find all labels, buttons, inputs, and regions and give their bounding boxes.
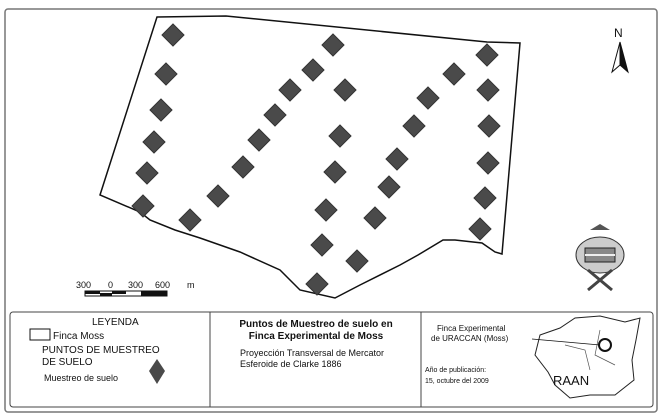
sample-point-marker xyxy=(321,33,345,57)
svg-text:15, octubre del 2009: 15, octubre del 2009 xyxy=(425,378,489,385)
map-frame xyxy=(4,8,658,413)
sample-point-marker xyxy=(385,147,409,171)
sample-point-marker xyxy=(333,78,357,102)
sample-point-marker xyxy=(149,98,173,122)
svg-text:PUNTOS DE MUESTREO: PUNTOS DE MUESTREO xyxy=(42,345,160,356)
sample-point-marker xyxy=(328,124,352,148)
sample-point-marker xyxy=(178,208,202,232)
sample-point-marker xyxy=(476,151,500,175)
svg-text:300: 300 xyxy=(128,280,143,290)
sample-point-marker xyxy=(345,249,369,273)
svg-text:300: 300 xyxy=(76,280,91,290)
sample-point-marker xyxy=(363,206,387,230)
sample-point-marker xyxy=(131,194,155,218)
sample-point-marker xyxy=(247,128,271,152)
region-label: RAAN xyxy=(553,373,589,388)
sample-point-marker xyxy=(154,62,178,86)
sample-point-marker xyxy=(301,58,325,82)
svg-text:Proyección Transversal de Merc: Proyección Transversal de Mercator xyxy=(240,348,384,358)
sample-point-marker xyxy=(142,130,166,154)
legend: LEYENDA Finca Moss PUNTOS DE MUESTREO DE… xyxy=(29,317,165,384)
sample-point-marker xyxy=(314,198,338,222)
uraccan-logo-icon xyxy=(575,224,625,292)
svg-text:Esferoide de Clarke 1886: Esferoide de Clarke 1886 xyxy=(240,359,342,369)
svg-text:Año de publicación:: Año de publicación: xyxy=(425,367,486,374)
sample-point-marker xyxy=(476,78,500,102)
sample-point-marker xyxy=(206,184,230,208)
sample-point-marker xyxy=(263,103,287,127)
sample-point-marker xyxy=(442,62,466,86)
svg-text:Finca Experimental: Finca Experimental xyxy=(437,324,506,333)
sample-point-marker xyxy=(377,175,401,199)
sample-point-marker xyxy=(416,86,440,110)
sample-point-marker xyxy=(473,186,497,210)
svg-text:de URACCAN (Moss): de URACCAN (Moss) xyxy=(431,334,509,343)
info-panel xyxy=(9,311,654,408)
sample-point-marker xyxy=(475,43,499,67)
sample-points xyxy=(131,23,501,296)
sample-point-swatch-icon xyxy=(149,359,165,384)
sample-point-marker xyxy=(477,114,501,138)
sample-point-marker xyxy=(402,114,426,138)
legend-points: Muestreo de suelo xyxy=(44,373,118,383)
finca-swatch xyxy=(29,328,51,341)
legend-finca: Finca Moss xyxy=(53,331,104,342)
svg-text:0: 0 xyxy=(108,280,113,290)
svg-text:Finca Experimental de Moss: Finca Experimental de Moss xyxy=(249,331,384,342)
svg-text:DE SUELO: DE SUELO xyxy=(42,357,93,368)
sample-point-marker xyxy=(135,161,159,185)
sample-point-marker xyxy=(323,160,347,184)
sample-point-marker xyxy=(468,217,492,241)
legend-title: LEYENDA xyxy=(92,317,139,328)
sample-point-marker xyxy=(278,78,302,102)
sample-point-marker xyxy=(305,272,329,296)
locator-map: Finca Experimental de URACCAN (Moss) Año… xyxy=(425,315,641,399)
map-title: Puntos de Muestreo de suelo en xyxy=(239,319,392,330)
sample-point-marker xyxy=(231,155,255,179)
svg-text:m: m xyxy=(187,280,195,290)
title-block: Puntos de Muestreo de suelo en Finca Exp… xyxy=(239,319,392,369)
scale-bar: 300 0 300 600 m xyxy=(76,280,195,297)
north-arrow-icon: N xyxy=(611,26,629,74)
north-label: N xyxy=(614,26,623,40)
sample-point-marker xyxy=(161,23,185,47)
sample-point-marker xyxy=(310,233,334,257)
svg-text:600: 600 xyxy=(155,280,170,290)
finca-boundary xyxy=(99,15,521,299)
